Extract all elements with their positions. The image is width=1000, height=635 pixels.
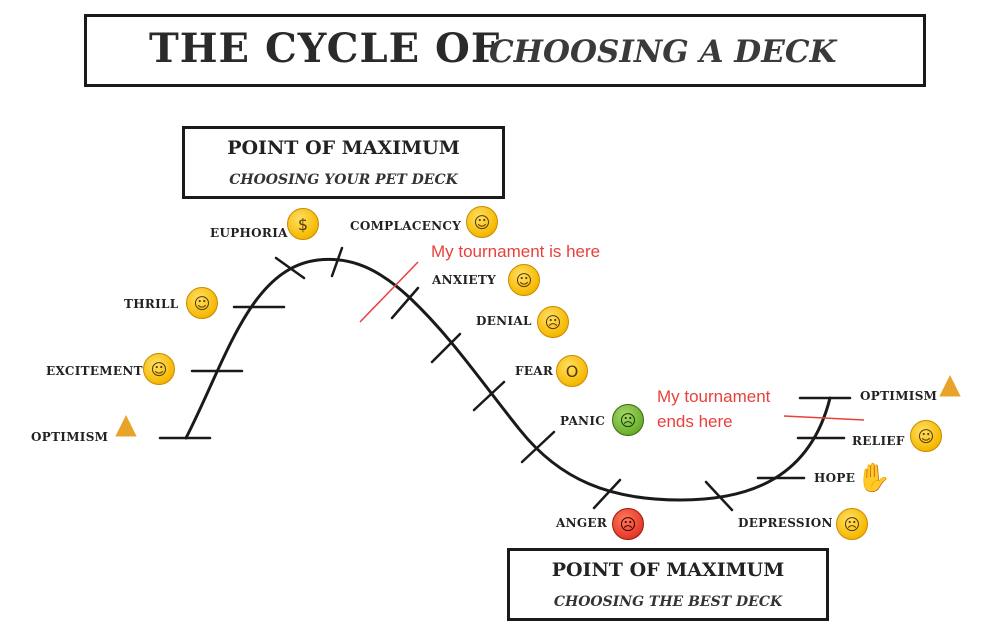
annotation-lines	[359, 261, 865, 421]
grinning-face-icon: ☺	[143, 353, 175, 385]
relieved-face-icon: ☺	[910, 420, 942, 452]
max-top-heading: POINT OF MAXIMUM	[227, 137, 460, 159]
smirking-face-icon: ☺	[466, 206, 498, 238]
stage-thrill: THRILL	[124, 297, 179, 311]
stage-panic: PANIC	[560, 414, 606, 428]
stage-denial: DENIAL	[476, 314, 532, 328]
tick-euphoria	[274, 256, 306, 280]
title-box: THE CYCLE OF CHOOSING A DECK	[84, 14, 926, 87]
stage-hope: HOPE	[814, 471, 856, 485]
tick-denial	[430, 332, 462, 364]
tick-complacency	[330, 246, 344, 278]
tick-fear	[472, 380, 506, 412]
stage-euphoria: EUPHORIA	[210, 226, 288, 240]
stage-optimism-start: OPTIMISM	[31, 430, 109, 444]
max-bottom-heading: POINT OF MAXIMUM	[551, 559, 785, 581]
crossed-fingers-icon: ✋	[856, 461, 891, 494]
stage-anxiety: ANXIETY	[432, 273, 496, 287]
stage-fear: FEAR	[515, 364, 554, 378]
max-bottom-caption: CHOOSING THE BEST DECK	[553, 594, 783, 610]
stage-anger: ANGER	[556, 516, 608, 530]
max-top-caption: CHOOSING YOUR PET DECK	[229, 172, 458, 188]
angry-face-icon: ☹	[612, 508, 644, 540]
stage-excitement: EXCITEMENT	[46, 364, 143, 378]
annotation-tournament-end-line2: ends here	[657, 412, 733, 431]
stage-ticks	[158, 246, 852, 512]
title-main: THE CYCLE OF	[149, 25, 501, 72]
screaming-face-icon: O	[556, 355, 588, 387]
upside-down-face-icon: ☹	[537, 306, 569, 338]
stage-optimism-end: OPTIMISM	[860, 389, 938, 403]
money-mouth-face-icon: $	[287, 208, 319, 240]
tick-panic	[520, 430, 556, 464]
annotation-tournament-start: My tournament is here	[431, 242, 601, 261]
annotation-line-start	[359, 261, 419, 323]
stage-depression: DEPRESSION	[738, 516, 833, 530]
point-of-maximum-bottom-box: POINT OF MAXIMUM CHOOSING THE BEST DECK	[507, 548, 829, 621]
disappointed-face-icon: ☹	[836, 508, 868, 540]
cycle-curve	[184, 257, 832, 502]
title-subtitle: CHOOSING A DECK	[489, 34, 837, 70]
grimacing-face-icon: ☺	[508, 264, 540, 296]
annotation-tournament-end-line1: My tournament	[657, 387, 771, 406]
annotation-line-end	[783, 415, 865, 421]
folded-hands-icon: ▲	[115, 407, 137, 440]
tick-anger	[592, 478, 622, 510]
stage-complacency: COMPLACENCY	[350, 219, 462, 233]
tick-anxiety	[390, 286, 420, 320]
tick-depression	[704, 480, 734, 512]
stage-relief: RELIEF	[852, 434, 905, 448]
folded-hands-end-icon: ▲	[939, 367, 961, 400]
relieved-smile-icon: ☺	[186, 287, 218, 319]
nauseated-face-icon: ☹	[612, 404, 644, 436]
point-of-maximum-top-box: POINT OF MAXIMUM CHOOSING YOUR PET DECK	[182, 126, 505, 199]
